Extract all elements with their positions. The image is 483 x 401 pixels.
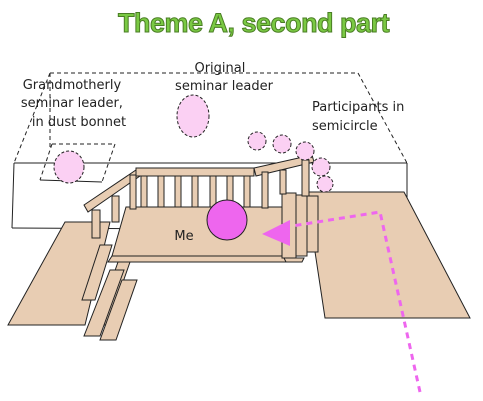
me-figure [206, 199, 248, 241]
balustrade [135, 167, 255, 208]
grandmotherly-leader-figure [53, 150, 85, 184]
participant-2 [272, 134, 292, 154]
right-handrail [253, 154, 315, 209]
upper-platform-outline [13, 72, 408, 164]
movement-path [291, 210, 422, 393]
me-label: Me [174, 229, 193, 244]
left-stairs [81, 244, 138, 341]
grandmotherly-label: Grandmotherly seminar leader, in dust bo… [21, 78, 127, 130]
participant-3 [295, 141, 315, 161]
participants-figures [247, 131, 334, 193]
participants-label: Participants in semicircle [312, 100, 409, 134]
original-leader-label: Original seminar leader [175, 61, 274, 94]
participant-5 [316, 175, 334, 193]
movement-arrowhead [262, 220, 290, 246]
balcony-outline [39, 143, 116, 183]
participant-1 [247, 131, 267, 151]
participant-4 [311, 157, 331, 177]
diagram-title: Theme A, second part [118, 8, 391, 39]
original-leader-figure [176, 94, 210, 138]
right-floor [305, 191, 471, 319]
